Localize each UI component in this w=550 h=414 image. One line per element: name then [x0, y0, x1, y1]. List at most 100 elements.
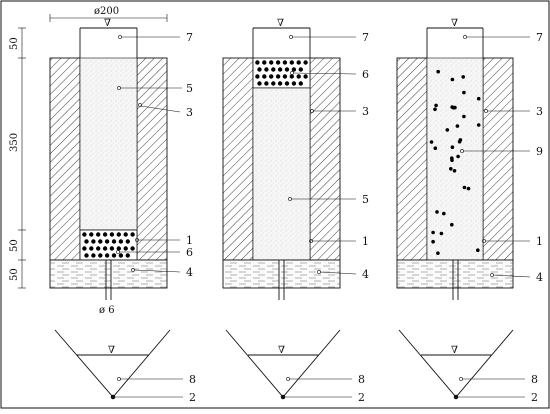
- base-reservoir: [396, 259, 514, 289]
- mixed-particle: [451, 106, 456, 110]
- gravel-particle: [277, 81, 283, 86]
- gravel-particle: [271, 81, 276, 86]
- mixed-particle: [456, 154, 460, 159]
- callout-3: 3: [536, 105, 543, 118]
- water-level-symbol: ∇: [451, 345, 458, 356]
- callout-3: 3: [186, 106, 193, 119]
- gravel-particle: [269, 60, 274, 65]
- mixed-particle: [436, 251, 440, 255]
- callout-8: 8: [531, 373, 538, 386]
- callout-6: 6: [362, 68, 369, 81]
- callout-7: 7: [536, 31, 543, 44]
- dimension-freeboard: 50: [9, 37, 20, 50]
- water-level-symbol: ∇: [104, 18, 111, 29]
- gravel-particle: [111, 253, 117, 258]
- gravel-particle: [291, 81, 297, 86]
- mixed-particle: [429, 140, 434, 144]
- water-level-symbol: ∇: [277, 18, 284, 29]
- gravel-particle: [298, 81, 303, 86]
- mixed-particle: [462, 185, 467, 190]
- dimension-bottom-layer: 50: [9, 239, 20, 252]
- callout-8: 8: [358, 373, 365, 386]
- gravel-particle: [289, 74, 294, 79]
- gravel-particle: [257, 67, 262, 72]
- gravel-particle: [89, 246, 94, 251]
- sand-layer: [252, 87, 311, 261]
- dimension-base: 50: [9, 268, 20, 281]
- gravel-particle: [289, 60, 294, 65]
- gravel-particle: [275, 60, 281, 65]
- gravel-particle: [303, 60, 308, 65]
- callouts-middle: [288, 35, 357, 275]
- gravel-particle: [111, 239, 117, 244]
- gravel-particle: [104, 253, 110, 258]
- mixed-particle: [431, 230, 435, 235]
- mixed-particle: [461, 75, 466, 79]
- gravel-particle: [275, 74, 281, 79]
- gravel-dots: [82, 232, 135, 258]
- gravel-particle: [125, 253, 130, 258]
- gravel-particle: [96, 232, 101, 237]
- callout-2: 2: [531, 391, 538, 404]
- mixed-particle: [458, 138, 463, 142]
- gravel-particle: [130, 246, 135, 251]
- mixed-particle: [476, 96, 481, 101]
- callout-1: 1: [186, 234, 193, 247]
- callout-4: 4: [536, 271, 543, 284]
- gravel-particle: [282, 74, 288, 79]
- gravel-particle: [296, 74, 301, 79]
- callout-5: 5: [362, 193, 369, 206]
- gravel-particle: [257, 81, 262, 86]
- mixed-particle: [442, 211, 446, 216]
- callout-2: 2: [189, 391, 196, 404]
- column-middle: [222, 27, 341, 300]
- gravel-particle: [264, 81, 269, 86]
- gravel-particle: [262, 60, 267, 65]
- gravel-particle: [96, 246, 101, 251]
- mixed-particle: [455, 124, 460, 128]
- mixed-particle: [449, 167, 453, 171]
- callout-5: 5: [186, 82, 193, 95]
- gravel-particle: [118, 239, 124, 244]
- gravel-particle: [271, 67, 276, 72]
- mixed-particle: [431, 239, 435, 244]
- gravel-particle: [284, 67, 290, 72]
- water-level-symbol: ∇: [278, 345, 285, 356]
- callout-1: 1: [536, 235, 543, 248]
- dimension-column: 350: [9, 133, 20, 152]
- column-wall-right: [309, 57, 341, 261]
- gravel-particle: [291, 67, 297, 72]
- mixed-particle: [462, 90, 466, 95]
- callout-1: 1: [362, 235, 369, 248]
- water-level-symbol: ∇: [451, 18, 458, 29]
- column-right: [396, 27, 514, 300]
- funnel-middle: [225, 329, 352, 400]
- dimension-lines: [18, 14, 168, 289]
- gravel-particle: [104, 239, 110, 244]
- column-wall-left: [396, 57, 428, 261]
- gravel-particle: [82, 232, 87, 237]
- dimension-diameter-outlet: ø 6: [99, 305, 115, 316]
- dimension-diameter-top: ø200: [94, 6, 119, 17]
- gravel-particle: [264, 67, 269, 72]
- base-reservoir: [49, 259, 168, 289]
- gravel-particle: [130, 232, 135, 237]
- callout-3: 3: [362, 105, 369, 118]
- column-wall-right: [136, 57, 168, 261]
- gravel-particle: [123, 246, 128, 251]
- gravel-particle: [102, 232, 108, 237]
- callout-6: 6: [186, 246, 193, 259]
- column-left: [49, 27, 168, 300]
- gravel-particle: [262, 74, 267, 79]
- callouts-right: [460, 35, 531, 278]
- mixed-particle: [476, 123, 481, 127]
- mixed-particle: [450, 222, 454, 227]
- column-wall-right: [482, 57, 514, 261]
- callout-4: 4: [186, 266, 193, 279]
- column-wall-left: [49, 57, 81, 261]
- gravel-particle: [284, 81, 290, 86]
- mixed-particle-dots: [429, 69, 481, 255]
- mixed-particle: [476, 248, 480, 252]
